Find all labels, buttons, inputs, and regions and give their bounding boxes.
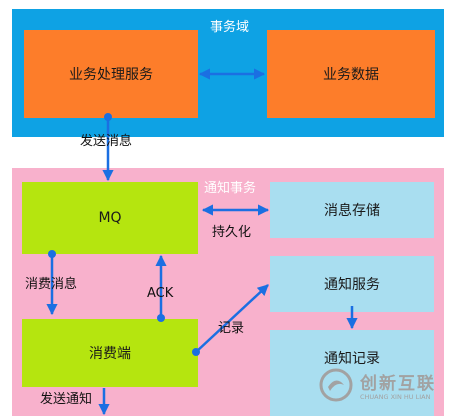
record-label: 记录 [218, 321, 245, 336]
send-notification-label: 发送通知 [40, 392, 93, 407]
record-arrow [195, 284, 269, 353]
send-message-label: 发送消息 [80, 134, 133, 149]
watermark-pinyin: CHUANG XIN HU LIAN [360, 393, 431, 401]
persist-label: 持久化 [212, 225, 252, 240]
send-message-dot [104, 113, 112, 121]
swirl-logo-icon [319, 368, 353, 402]
notification-domain: 通知事务 MQ 消息存储 消费端 通知服务 通知记录 [12, 168, 444, 416]
record-dot [192, 348, 200, 356]
ack-dot [157, 314, 165, 322]
transaction-domain: 事务域 业务处理服务 业务数据 [12, 9, 444, 137]
watermark-name: 创新互联 [360, 374, 436, 394]
consume-message-label: 消费消息 [25, 277, 78, 292]
notification-domain-title: 通知事务 [204, 181, 257, 196]
message-storage-box[interactable]: 消息存储 [270, 182, 434, 238]
watermark: 创新互联 CHUANG XIN HU LIAN [318, 362, 450, 408]
consumer-box[interactable]: 消费端 [22, 319, 198, 387]
notification-service-box[interactable]: 通知服务 [270, 256, 434, 312]
business-service-box[interactable]: 业务处理服务 [24, 30, 198, 118]
ack-label: ACK [147, 286, 174, 301]
consume-message-dot [48, 250, 56, 258]
mq-box[interactable]: MQ [22, 182, 198, 254]
business-data-box[interactable]: 业务数据 [267, 30, 435, 118]
transaction-domain-title: 事务域 [210, 20, 250, 35]
notification-record-box[interactable]: 通知记录 [270, 330, 434, 416]
